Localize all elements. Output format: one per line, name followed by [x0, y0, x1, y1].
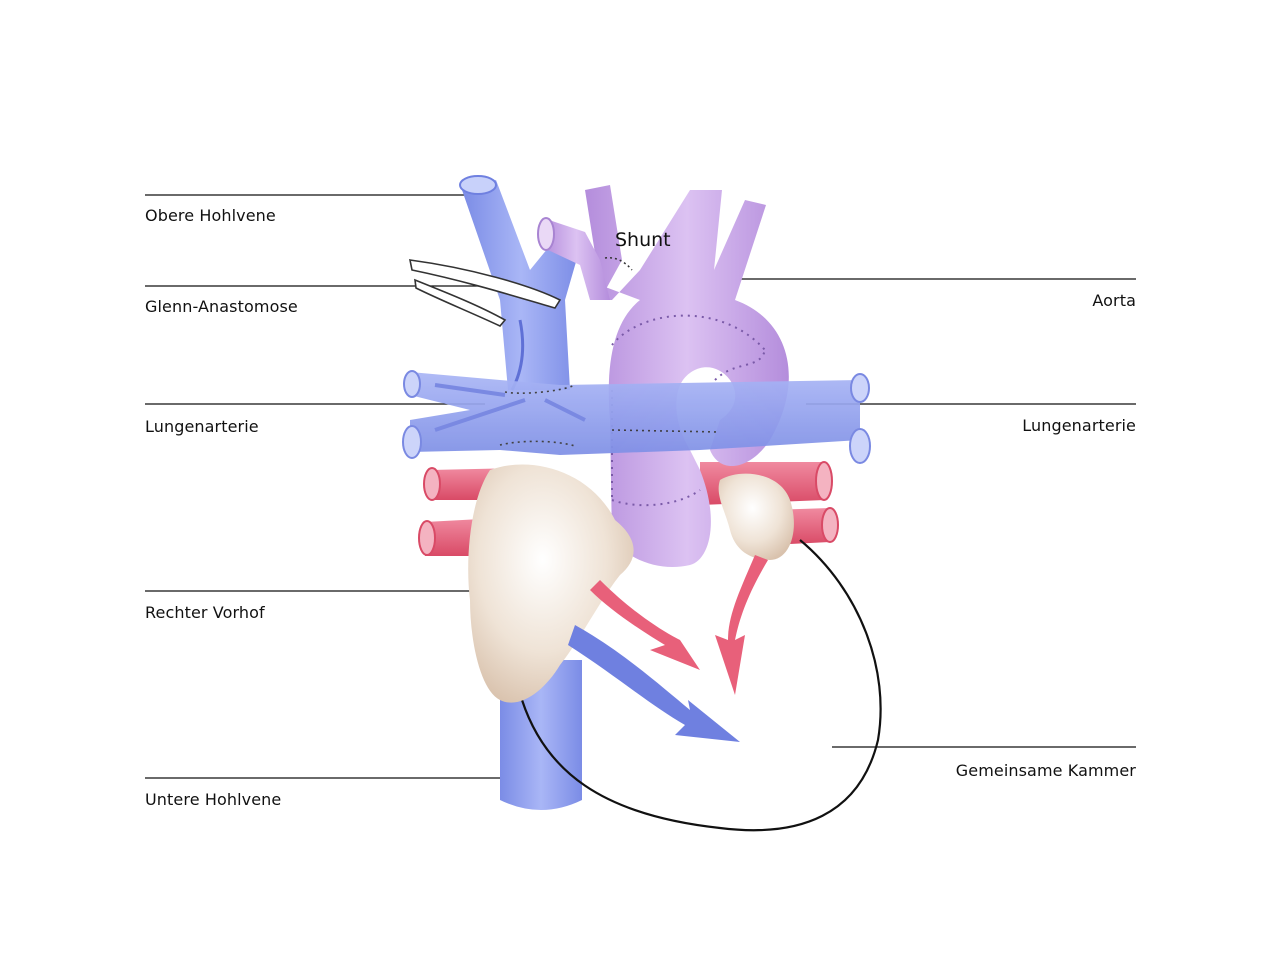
leader-lines — [145, 194, 1136, 779]
label-shunt: Shunt — [615, 229, 671, 251]
shunt-vessel — [537, 217, 633, 300]
label-obere-hohlvene: Obere Hohlvene — [145, 206, 276, 225]
label-lungenarterie-right: Lungenarterie — [1022, 416, 1136, 435]
label-glenn-anastomose: Glenn-Anastomose — [145, 297, 298, 316]
aorta — [585, 185, 789, 568]
flow-arrows — [568, 555, 768, 742]
label-gemeinsame-kammer: Gemeinsame Kammer — [955, 761, 1136, 780]
right-atrium — [468, 464, 634, 703]
common-ventricle-outline — [520, 539, 882, 832]
left-atrium — [718, 473, 794, 560]
label-aorta: Aorta — [1092, 291, 1136, 310]
label-lungenarterie-left: Lungenarterie — [145, 417, 259, 436]
glenn-clamp — [408, 259, 562, 327]
label-rechter-vorhof: Rechter Vorhof — [145, 603, 265, 622]
label-untere-hohlvene: Untere Hohlvene — [145, 790, 282, 809]
pulmonary-artery — [402, 370, 871, 464]
